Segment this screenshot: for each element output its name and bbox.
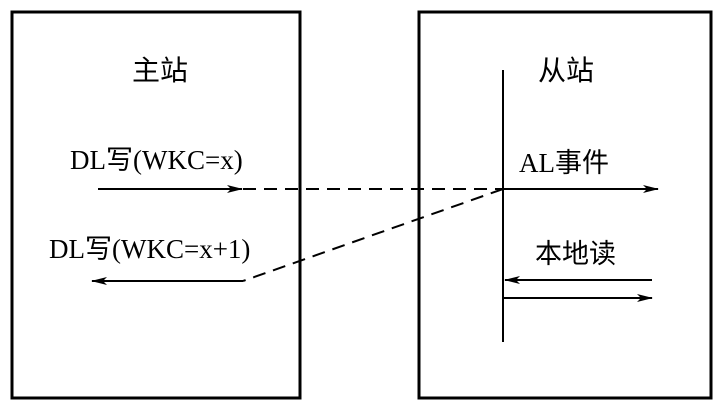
master-box <box>10 10 302 400</box>
frame-return-dashed <box>242 188 504 282</box>
master-title: 主站 <box>132 56 189 87</box>
al-event-label: AL事件 <box>519 148 609 178</box>
slave-box <box>417 10 713 400</box>
slave-title: 从站 <box>538 56 595 87</box>
dl-write-back-label: DL写(WKC=x+1) <box>49 234 251 264</box>
local-read-label: 本地读 <box>535 239 616 269</box>
dl-write-out-label: DL写(WKC=x) <box>70 145 243 175</box>
